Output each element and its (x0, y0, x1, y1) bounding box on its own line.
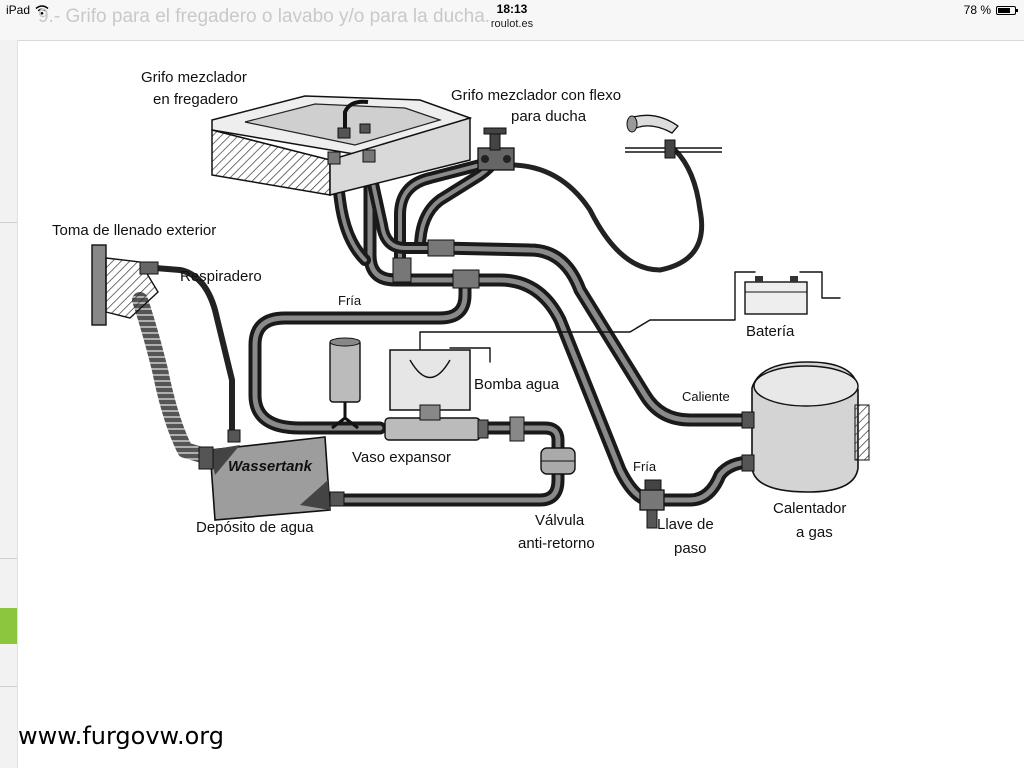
status-bar: iPad 18:13 roulot.es 78 % (0, 0, 1024, 41)
label-respiradero: Respiradero (180, 268, 262, 285)
label-deposito: Depósito de agua (196, 519, 314, 536)
watermark: www.furgovw.org (18, 722, 224, 750)
water-system-diagram: Grifo mezclador en fregadero Grifo mezcl… (17, 40, 1024, 768)
label-vaso: Vaso expansor (352, 449, 451, 466)
shower-mixer (477, 127, 515, 171)
page-side-strip (0, 40, 18, 768)
shower-hose (507, 147, 705, 273)
gas-heater (741, 361, 870, 493)
label-valvula-2: anti-retorno (518, 535, 595, 552)
battery-fill (998, 7, 1011, 13)
status-center: 18:13 roulot.es (0, 2, 1024, 31)
label-caliente: Caliente (682, 389, 730, 404)
water-tank (198, 429, 345, 521)
sink (211, 95, 473, 196)
side-divider (0, 686, 17, 687)
label-fria-top: Fría (338, 293, 362, 308)
side-accent-tab[interactable] (0, 608, 17, 644)
device-name: iPad (6, 3, 31, 17)
status-left: iPad (6, 3, 49, 17)
side-divider (0, 558, 17, 559)
pipe-junctions (392, 239, 480, 289)
label-bateria: Batería (746, 323, 795, 340)
stop-valve (639, 479, 665, 529)
fill-inlet (91, 244, 159, 326)
battery-wire-ground (799, 271, 841, 299)
label-llave-2: paso (674, 540, 707, 557)
battery-icon (996, 5, 1018, 15)
expansion-vessel (329, 337, 361, 430)
label-toma-llenado: Toma de llenado exterior (52, 222, 216, 239)
status-time: 18:13 (496, 2, 528, 16)
fill-hose (132, 292, 220, 466)
battery-box (744, 276, 808, 315)
non-return-valve (540, 447, 576, 475)
diagram-labels: Grifo mezclador en fregadero Grifo mezcl… (52, 69, 846, 557)
label-calentador-1: Calentador (773, 500, 846, 517)
page-behind-heading: 9.- Grifo para el fregadero o lavabo y/o… (38, 6, 491, 27)
label-calentador-2: a gas (796, 524, 833, 541)
diagram-svg: Grifo mezclador en fregadero Grifo mezcl… (52, 69, 870, 557)
label-grifo-ducha-2: para ducha (511, 108, 587, 125)
label-grifo-ducha-1: Grifo mezclador con flexo (451, 87, 621, 104)
water-pump (384, 349, 525, 442)
status-right: 78 % (963, 3, 1018, 17)
vent-hose (152, 265, 235, 433)
pump-wire (449, 347, 491, 363)
label-grifo-fregadero-2: en fregadero (153, 91, 238, 108)
side-divider (0, 222, 17, 223)
label-wassertank: Wassertank (228, 458, 313, 475)
wifi-icon (35, 5, 49, 15)
battery-wire (419, 271, 756, 361)
address-url[interactable]: roulot.es (490, 18, 534, 30)
label-grifo-fregadero-1: Grifo mezclador (141, 69, 247, 86)
label-fria-bottom: Fría (633, 459, 657, 474)
label-llave-1: Llave de (657, 516, 714, 533)
label-valvula-1: Válvula (535, 512, 585, 529)
battery-percent: 78 % (963, 3, 991, 17)
label-bomba: Bomba agua (474, 376, 560, 393)
shower-head (625, 114, 722, 159)
